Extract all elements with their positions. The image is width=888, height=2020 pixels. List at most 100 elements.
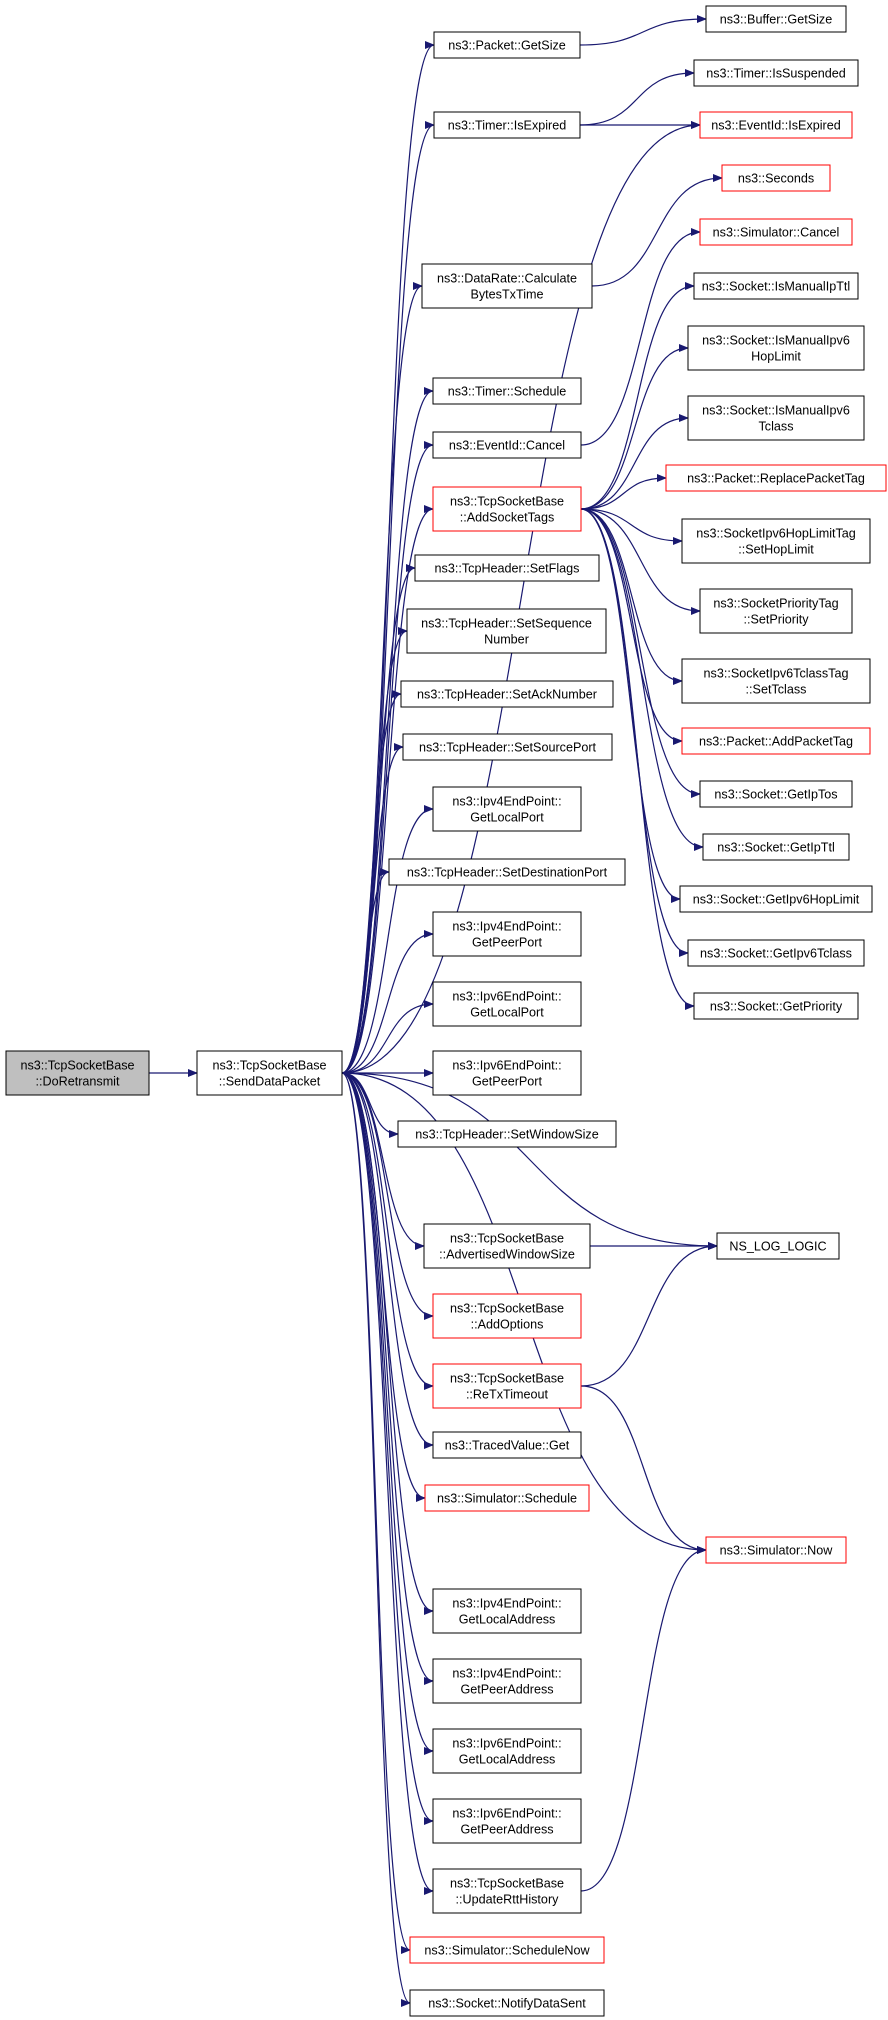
graph-node-ipv6-getlocaladdr[interactable]: ns3::Ipv6EndPoint::GetLocalAddress [432,1728,582,1774]
graph-node-setpriority[interactable]: ns3::SocketPriorityTag::SetPriority [699,588,853,634]
node-label: ::SetTclass [746,683,807,697]
graph-node-timer-issuspended[interactable]: ns3::Timer::IsSuspended [693,59,859,87]
node-box [432,1431,582,1459]
graph-node-getipv6hoplimit[interactable]: ns3::Socket::GetIpv6HopLimit [679,885,873,913]
graph-node-setwindowsize[interactable]: ns3::TcpHeader::SetWindowSize [397,1120,617,1148]
node-box [433,111,581,139]
graph-node-getipttl[interactable]: ns3::Socket::GetIpTtl [702,833,850,861]
graph-node-ipv4-getpeerport[interactable]: ns3::Ipv4EndPoint::GetPeerPort [432,911,582,957]
graph-node-updatertt[interactable]: ns3::TcpSocketBase::UpdateRttHistory [432,1868,582,1914]
graph-node-eventid-cancel[interactable]: ns3::EventId::Cancel [432,431,582,459]
graph-node-timer-schedule[interactable]: ns3::Timer::Schedule [432,377,582,405]
graph-node-setsourceport[interactable]: ns3::TcpHeader::SetSourcePort [402,733,613,761]
call-edge [341,1000,434,1074]
node-label: ns3::Packet::GetSize [448,39,566,53]
call-edge [341,1072,434,1320]
node-box [687,395,865,441]
call-edge [580,1242,718,1387]
graph-node-ipv6-getpeeraddr[interactable]: ns3::Ipv6EndPoint::GetPeerAddress [432,1798,582,1844]
graph-node-sim-schedulenow[interactable]: ns3::Simulator::ScheduleNow [409,1936,605,1964]
node-label: ns3::TcpSocketBase [450,1877,564,1891]
node-label: ns3::TcpSocketBase [450,1232,564,1246]
node-label: ns3::Simulator::Cancel [713,226,840,240]
node-label: ns3::SocketIpv6TclassTag [704,667,849,681]
node-label: ns3::Socket::GetIpTos [714,788,837,802]
node-label: ns3::TcpHeader::SetSequence [421,617,592,631]
node-label: ns3::TcpSocketBase [450,1372,564,1386]
node-label: ns3::TcpSocketBase [450,495,564,509]
node-box [432,1293,582,1339]
node-layer: ns3::TcpSocketBase::DoRetransmitns3::Tcp… [5,5,887,2017]
node-box [5,1050,150,1096]
graph-node-setdestport[interactable]: ns3::TcpHeader::SetDestinationPort [388,858,626,886]
graph-node-setacknumber[interactable]: ns3::TcpHeader::SetAckNumber [400,680,614,708]
graph-node-ismanualipttl[interactable]: ns3::Socket::IsManualIpTtl [693,272,859,300]
node-label: ::SendDataPacket [219,1075,321,1089]
graph-node-addsockettags[interactable]: ns3::TcpSocketBase::AddSocketTags [432,486,582,532]
call-edge [341,1072,411,2007]
graph-node-ipv4-getpeeraddr[interactable]: ns3::Ipv4EndPoint::GetPeerAddress [432,1658,582,1704]
node-box [693,992,859,1020]
node-label: GetPeerAddress [460,1823,553,1837]
graph-node-buffer-getsize[interactable]: ns3::Buffer::GetSize [705,5,847,33]
graph-node-retxtimeout[interactable]: ns3::TcpSocketBase::ReTxTimeout [432,1363,582,1409]
call-edge [580,1546,707,1892]
node-box [432,911,582,957]
node-label: ::AddSocketTags [460,511,555,525]
graph-node-advwindowsize[interactable]: ns3::TcpSocketBase::AdvertisedWindowSize [423,1223,591,1269]
node-label: ns3::Socket::IsManualIpTtl [702,280,850,294]
graph-node-sim-now[interactable]: ns3::Simulator::Now [705,1536,847,1564]
graph-node-sim-cancel[interactable]: ns3::Simulator::Cancel [699,218,853,246]
graph-node-getiptos[interactable]: ns3::Socket::GetIpTos [699,780,853,808]
node-label: ns3::Buffer::GetSize [720,13,832,27]
graph-node-senddatapacket[interactable]: ns3::TcpSocketBase::SendDataPacket [196,1050,343,1096]
graph-node-getpriority[interactable]: ns3::Socket::GetPriority [693,992,859,1020]
node-box [432,1588,582,1634]
graph-node-getipv6tclass[interactable]: ns3::Socket::GetIpv6Tclass [687,939,865,967]
node-box [432,1363,582,1409]
graph-node-settclass[interactable]: ns3::SocketIpv6TclassTag::SetTclass [681,658,871,704]
call-edge [341,805,434,1074]
call-edge [580,474,667,510]
node-box [432,786,582,832]
node-box [702,833,850,861]
graph-node-ipv4-getlocaladdr[interactable]: ns3::Ipv4EndPoint::GetLocalAddress [432,1588,582,1634]
graph-node-replacepackettag[interactable]: ns3::Packet::ReplacePacketTag [665,464,887,492]
call-edge [341,868,390,1074]
graph-node-tracedvalue-get[interactable]: ns3::TracedValue::Get [432,1431,582,1459]
node-label: ns3::Ipv4EndPoint:: [452,1667,561,1681]
graph-node-ipv6-getlocalport[interactable]: ns3::Ipv6EndPoint::GetLocalPort [432,981,582,1027]
node-box [432,1658,582,1704]
call-edge [580,508,701,798]
graph-node-packet-getsize[interactable]: ns3::Packet::GetSize [433,31,581,59]
graph-node-sim-schedule[interactable]: ns3::Simulator::Schedule [424,1484,590,1512]
graph-node-ns-log-logic[interactable]: NS_LOG_LOGIC [716,1232,840,1260]
graph-node-ipv4-getlocalport[interactable]: ns3::Ipv4EndPoint::GetLocalPort [432,786,582,832]
graph-node-addoptions[interactable]: ns3::TcpSocketBase::AddOptions [432,1293,582,1339]
node-label: ns3::Ipv4EndPoint:: [452,795,561,809]
graph-node-ipv6-getpeerport[interactable]: ns3::Ipv6EndPoint::GetPeerPort [432,1050,582,1096]
node-label: ns3::Ipv6EndPoint:: [452,990,561,1004]
node-label: ns3::Packet::AddPacketTag [699,735,853,749]
graph-node-notifydatasent[interactable]: ns3::Socket::NotifyDataSent [409,1989,605,2017]
call-edge [341,1072,434,1449]
graph-node-seconds[interactable]: ns3::Seconds [721,164,831,192]
node-box [406,608,607,654]
node-label: ::UpdateRttHistory [456,1893,560,1907]
graph-node-addpackettag[interactable]: ns3::Packet::AddPacketTag [681,727,871,755]
node-label: ::AdvertisedWindowSize [439,1248,575,1262]
node-box [693,59,859,87]
graph-node-setflags[interactable]: ns3::TcpHeader::SetFlags [414,554,600,582]
node-label: ns3::Simulator::Schedule [437,1492,577,1506]
call-edge [341,387,434,1074]
node-label: ns3::Ipv6EndPoint:: [452,1807,561,1821]
graph-node-eventid-isexpired[interactable]: ns3::EventId::IsExpired [699,111,853,139]
node-box [196,1050,343,1096]
graph-node-timer-isexpired[interactable]: ns3::Timer::IsExpired [433,111,581,139]
graph-node-sethoplimit[interactable]: ns3::SocketIpv6HopLimitTag::SetHopLimit [681,518,871,564]
node-box [681,658,871,704]
